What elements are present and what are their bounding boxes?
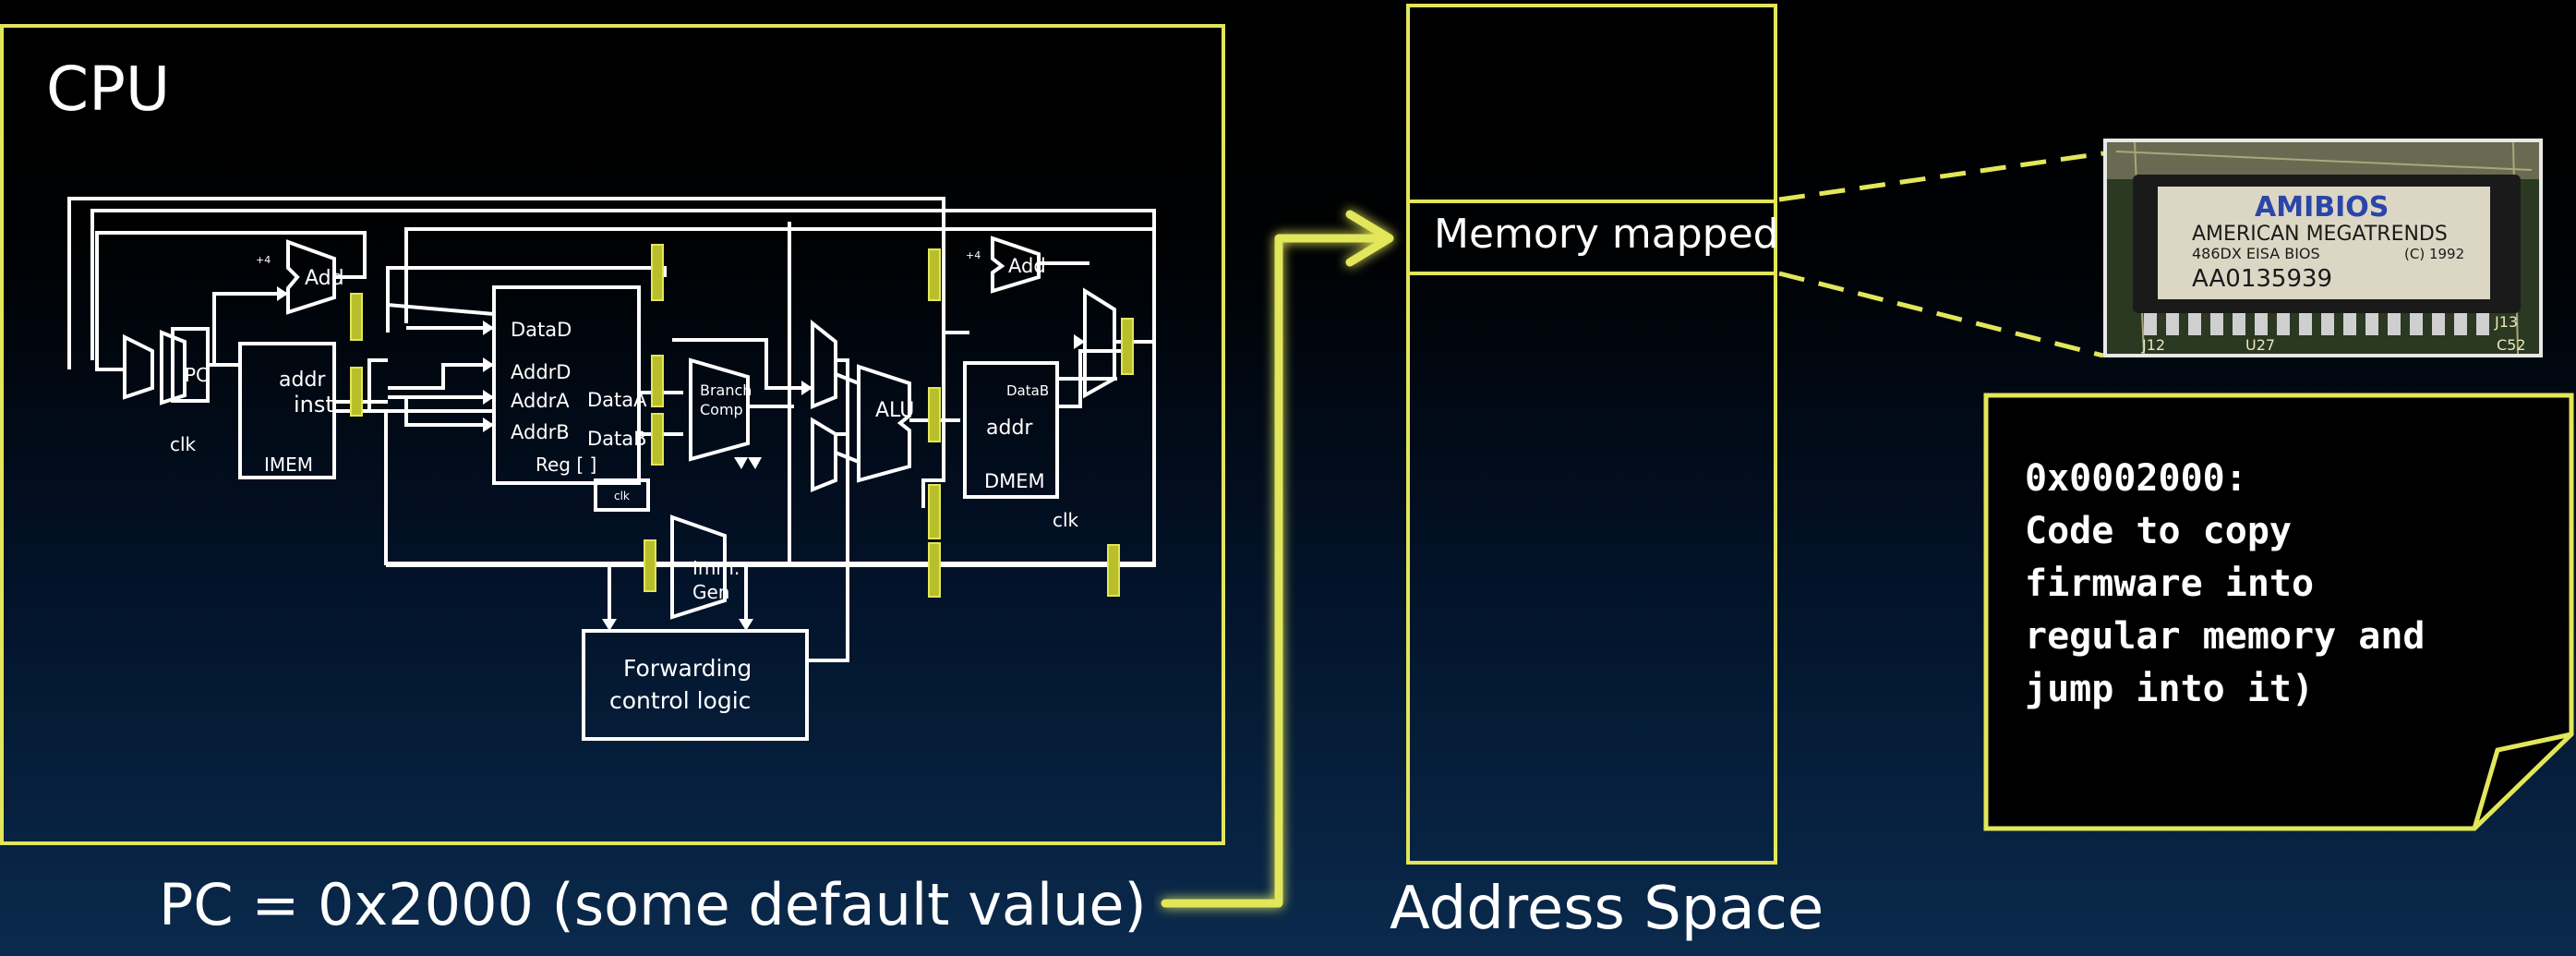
fwd-mux-a (811, 319, 837, 409)
address-space-column (1406, 4, 1777, 865)
pipeline-reg-10 (644, 539, 656, 592)
note-card-outline (1983, 393, 2574, 831)
label-alu: ALU (875, 399, 914, 422)
label-reg: Reg [ ] (536, 454, 596, 476)
label-plus4: +4 (256, 254, 271, 266)
cpu-panel (0, 24, 1225, 845)
bios-line5: AA0135939 (2192, 265, 2332, 293)
pipeline-reg-3 (350, 293, 363, 341)
memory-mapped-region-label: Memory mapped (1434, 211, 1779, 258)
pipeline-reg-5 (651, 355, 664, 407)
pc-mux2-shape (160, 330, 187, 405)
pc-default-label: PC = 0x2000 (some default value) (159, 871, 1147, 938)
adder-right-shape (991, 236, 1041, 294)
label-imem-inst: inst (294, 392, 334, 417)
label-forwarding: Forwarding (623, 655, 752, 682)
pipeline-reg-2 (928, 248, 941, 301)
writeback-mux-shape (1083, 287, 1116, 399)
label-clk-pc: clk (170, 433, 197, 455)
note-text: 0x0002000: Code to copy firmware into re… (2025, 457, 2426, 710)
cpu-title: CPU (46, 54, 171, 125)
label-dmem-datab: DataB (1006, 382, 1049, 399)
bios-chip-photo: AMIBIOS AMERICAN MEGATRENDS 486DX EISA B… (2103, 139, 2543, 357)
pipeline-reg-7 (928, 387, 941, 442)
bios-line2: AMERICAN MEGATRENDS (2192, 223, 2448, 246)
label-imem-addr: addr (279, 369, 326, 392)
imm-gen-shape (670, 514, 727, 620)
bios-pin-label-3: C52 (2497, 336, 2526, 354)
feedback-wire-top (67, 197, 945, 369)
memory-mapped-top-divider (1406, 200, 1777, 203)
label-datad: DataD (511, 319, 572, 341)
alu-shape (857, 364, 911, 483)
label-imem: IMEM (264, 454, 313, 476)
bios-pin-label-1: U27 (2245, 336, 2275, 354)
pipeline-reg-1 (651, 244, 664, 301)
label-addrb: AddrB (511, 421, 570, 443)
branch-comp-shape (689, 357, 750, 462)
label-pc: PC (185, 364, 209, 386)
label-datab-reg: DataB (587, 428, 647, 450)
label-add-top: Add (305, 267, 344, 290)
dmem-block (963, 361, 1059, 499)
pc-mux-shape (123, 333, 154, 400)
regfile-block (492, 285, 641, 485)
label-dmem-addr: addr (986, 417, 1033, 440)
label-gen: Gen (692, 581, 729, 603)
pipeline-reg-12 (1107, 544, 1120, 597)
address-space-label: Address Space (1390, 875, 1824, 943)
bios-line3: 486DX EISA BIOS (2192, 245, 2320, 262)
label-add-right: Add (1008, 255, 1046, 277)
label-addrd: AddrD (511, 361, 571, 383)
memory-mapped-callout-lines (1778, 151, 2104, 358)
cpu-datapath-diagram: Add +4 Add +4 PC clk addr inst IMEM Data… (67, 197, 1156, 741)
adder-top-shape (286, 239, 336, 315)
label-control-logic: control logic (609, 687, 751, 714)
fwd-mux-b (811, 417, 837, 492)
bios-pin-label-2: J13 (2494, 313, 2518, 331)
pc-to-memory-arrow (1161, 210, 1394, 908)
label-branch: Branch (700, 381, 752, 399)
forwarding-logic-block (582, 629, 809, 741)
pipeline-reg-6 (651, 413, 664, 466)
label-plus4-right: +4 (966, 249, 981, 261)
bios-chip-drawing: AMIBIOS AMERICAN MEGATRENDS 486DX EISA B… (2107, 142, 2539, 354)
memory-mapped-bottom-divider (1406, 272, 1777, 275)
pipeline-reg-9 (1121, 318, 1134, 375)
bios-pin-label-0: J12 (2141, 336, 2165, 354)
label-imm: Imm. (692, 557, 740, 579)
bios-line1: AMIBIOS (2255, 191, 2389, 224)
bios-line4: (C) 1992 (2404, 246, 2464, 262)
pipeline-reg-4 (350, 367, 363, 417)
label-dataa: DataA (587, 389, 647, 411)
label-clk-dmem: clk (1053, 509, 1079, 531)
label-dmem: DMEM (984, 470, 1045, 492)
feedback-wire-outer (90, 209, 1156, 567)
label-clk-reg: clk (614, 490, 630, 502)
reg-clk-box (594, 478, 650, 512)
label-comp: Comp (700, 401, 743, 418)
pipeline-reg-11 (928, 542, 941, 598)
label-addra: AddrA (511, 390, 570, 412)
pipeline-reg-8 (928, 484, 941, 539)
